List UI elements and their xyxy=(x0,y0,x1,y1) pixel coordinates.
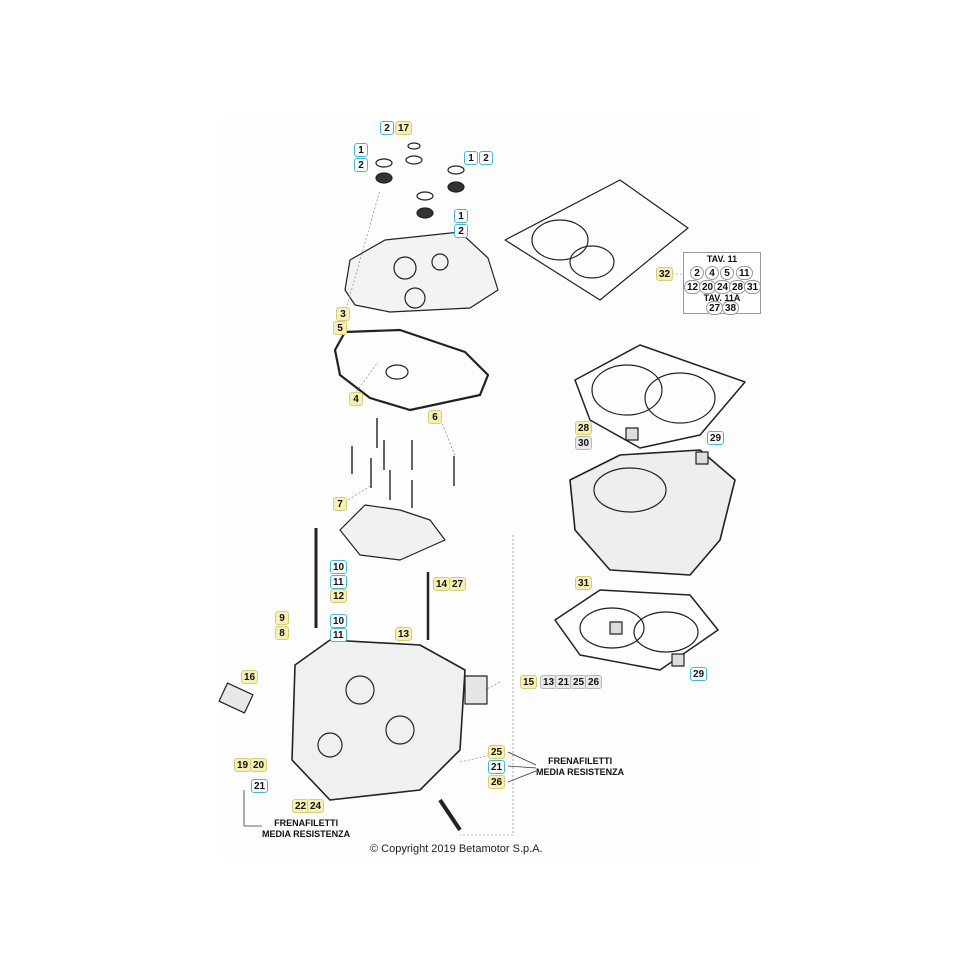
tav-item: 2 xyxy=(690,266,704,280)
callout-15: 15 xyxy=(520,675,538,689)
tav-title-1: TAV. 11 xyxy=(706,254,738,264)
callout-2: 2 xyxy=(380,121,394,135)
tav-item: 11 xyxy=(736,266,753,280)
callout-1: 1 xyxy=(454,209,468,223)
callout-13: 13 xyxy=(395,627,413,641)
callout-5: 5 xyxy=(333,321,347,335)
callout-8: 8 xyxy=(275,626,289,640)
copyright-text: © Copyright 2019 Betamotor S.p.A. xyxy=(370,843,543,855)
tav-reference-box: TAV. 11 2 4 5 11 12 20 24 28 31 TAV. 11A… xyxy=(683,252,762,315)
callout-30: 30 xyxy=(575,436,593,450)
callout-1: 1 xyxy=(354,143,368,157)
base-gasket xyxy=(554,589,719,671)
callout-1: 1 xyxy=(464,151,478,165)
threadlock-note-bottom: FRENAFILETTI MEDIA RESISTENZA xyxy=(262,818,350,840)
valve-cover xyxy=(344,231,499,313)
callout-2: 2 xyxy=(354,158,368,172)
note-line: FRENAFILETTI xyxy=(274,818,339,828)
callout-21: 21 xyxy=(251,779,269,793)
callout-21: 21 xyxy=(488,760,506,774)
tav-item: 5 xyxy=(720,266,734,280)
callout-12: 12 xyxy=(330,589,348,603)
callout-28: 28 xyxy=(575,421,593,435)
tav-item: 4 xyxy=(705,266,719,280)
cylinder-head xyxy=(291,639,466,801)
head-gasket xyxy=(574,344,746,449)
callout-20: 20 xyxy=(250,758,268,772)
callout-10: 10 xyxy=(330,614,348,628)
tav-title-2: TAV. 11A xyxy=(703,293,741,303)
tav-item: 38 xyxy=(722,301,740,315)
cover-gasket xyxy=(333,328,490,412)
callout-31: 31 xyxy=(575,576,593,590)
callout-19: 19 xyxy=(234,758,252,772)
callout-24: 24 xyxy=(307,799,325,813)
cover-bolt-seals xyxy=(375,142,465,219)
callout-26: 26 xyxy=(488,775,506,789)
tav-item: 28 xyxy=(729,280,747,294)
note-line: FRENAFILETTI xyxy=(548,756,613,766)
tav-item: 27 xyxy=(706,301,724,315)
tav-item: 12 xyxy=(684,280,702,294)
callout-15-sub-26: 26 xyxy=(585,675,603,689)
callout-27: 27 xyxy=(449,577,467,591)
tav-item: 31 xyxy=(744,280,762,294)
callout-2: 2 xyxy=(454,224,468,238)
callout-14: 14 xyxy=(433,577,451,591)
callout-6: 6 xyxy=(428,410,442,424)
callout-25: 25 xyxy=(488,745,506,759)
callout-29: 29 xyxy=(690,667,708,681)
gasket-kit xyxy=(504,179,689,301)
callout-7: 7 xyxy=(333,497,347,511)
callout-17: 17 xyxy=(395,121,413,135)
callout-11: 11 xyxy=(330,575,347,589)
callout-29: 29 xyxy=(707,431,725,445)
cam-support xyxy=(339,504,446,561)
callout-3: 3 xyxy=(336,307,350,321)
callout-4: 4 xyxy=(349,392,363,406)
callout-2: 2 xyxy=(479,151,493,165)
callout-11: 11 xyxy=(330,628,347,642)
threadlock-note-right: FRENAFILETTI MEDIA RESISTENZA xyxy=(536,756,624,778)
note-line: MEDIA RESISTENZA xyxy=(536,767,625,777)
note-line: MEDIA RESISTENZA xyxy=(262,829,351,839)
callout-32: 32 xyxy=(656,267,674,281)
callout-9: 9 xyxy=(275,611,289,625)
head-bolts xyxy=(351,418,455,508)
callout-16: 16 xyxy=(241,670,259,684)
callout-10: 10 xyxy=(330,560,348,574)
cylinder xyxy=(569,449,736,576)
